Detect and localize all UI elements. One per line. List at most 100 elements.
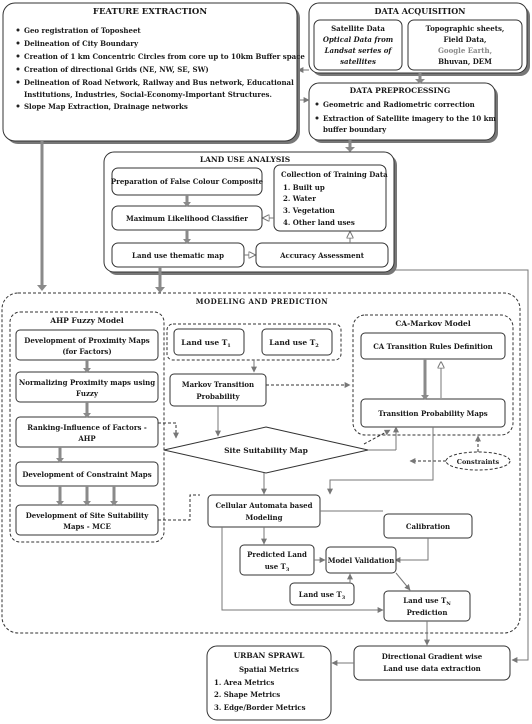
- topographic-line-4: Bhuvan, DEM: [438, 57, 492, 66]
- ranking-line-2: AHP: [77, 434, 96, 443]
- fe-item-5b: Institutions, Industries, Social-Economy…: [24, 90, 272, 99]
- calibration-label: Calibration: [406, 522, 450, 531]
- urban-sprawl-box: [206, 645, 332, 721]
- predicted-sub: 3: [286, 567, 290, 573]
- data-acquisition-panel: DATA ACQUISITION Satellite Data Optical …: [308, 2, 530, 76]
- site-suitability-diamond: [163, 426, 369, 474]
- svg-text:Land use TN: Land use TN: [403, 596, 451, 607]
- lua-title: LAND USE ANALYSIS: [200, 155, 290, 164]
- svg-text:Land use T1: Land use T1: [181, 338, 231, 349]
- lua-to-directional-line: [394, 269, 529, 663]
- urban-sprawl-title: URBAN SPRAWL: [234, 651, 306, 660]
- ca-rules-box: [360, 332, 506, 360]
- markov-line-2: Probability: [196, 392, 240, 401]
- data-acquisition-title: DATA ACQUISITION: [375, 6, 466, 16]
- normalizing-line-2: Fuzzy: [76, 389, 99, 398]
- predicted-line-1: Predicted Land: [247, 550, 307, 559]
- accuracy-box: [255, 242, 389, 268]
- prediction-label: Prediction: [407, 608, 448, 617]
- land-use-t1-box: [173, 328, 245, 356]
- ahp-title: AHP Fuzzy Model: [49, 316, 124, 325]
- topographic-line-3: Google Earth,: [438, 46, 492, 55]
- proximity-line-2: (for Factors): [62, 347, 111, 356]
- markov-line-1: Markov Transition: [182, 380, 254, 389]
- validation-label: Model Validation: [328, 556, 395, 565]
- land-use-t3-box: [289, 582, 355, 606]
- land-use-t2-sub: 2: [315, 343, 319, 349]
- dp-item-2: Extraction of Satellite imagery to the 1…: [323, 114, 497, 123]
- land-use-t2-box: [261, 328, 333, 356]
- land-use-tn-sub: N: [446, 601, 451, 607]
- directional-line-2: Land use data extraction: [383, 664, 480, 673]
- validation-box: [325, 546, 397, 574]
- fe-item-6: Slope Map Extraction, Drainage networks: [24, 102, 188, 111]
- false-colour-label: Preparation of False Colour Composite: [111, 177, 264, 186]
- training-data-box: [273, 164, 387, 232]
- directional-line-1: Directional Gradient wise: [382, 652, 483, 661]
- ca-markov-title: CA-Markov Model: [395, 319, 471, 328]
- topographic-line-1: Topographic sheets,: [426, 24, 505, 33]
- land-use-t2-label: Land use T: [269, 338, 315, 347]
- dp-item-1: Geometric and Radiometric correction: [323, 100, 475, 109]
- metric-1: 1. Area Metrics: [214, 678, 274, 687]
- site-map-label: Site Suitability Map: [224, 446, 308, 455]
- satellite-data-line-2: Optical Data from: [323, 35, 393, 44]
- constraints-ellipse: [445, 451, 511, 471]
- data-preprocessing-title: DATA PREPROCESSING: [350, 86, 451, 95]
- markov-box: [169, 373, 267, 407]
- ahp-panel: [9, 311, 165, 543]
- svg-text:Land use T3: Land use T3: [299, 590, 346, 601]
- ranking-line-1: Ranking-Influence of Factors -: [27, 423, 147, 432]
- fe-item-2: Delineation of City Boundary: [24, 39, 139, 48]
- constraints-label: Constraints: [457, 458, 500, 466]
- fe-item-4: Creation of directional Grids (NE, NW, S…: [24, 65, 209, 74]
- svg-text:Land use T2: Land use T2: [269, 338, 319, 349]
- land-use-analysis-panel: LAND USE ANALYSIS Preparation of False C…: [103, 151, 397, 275]
- satellite-data-box: [313, 19, 403, 71]
- topographic-box: [407, 19, 523, 71]
- urban-sprawl-panel: URBAN SPRAWL Spatial Metrics 1. Area Met…: [206, 645, 332, 721]
- data-preprocessing-panel: DATA PREPROCESSING Geometric and Radiome…: [308, 82, 498, 143]
- training-item-1: 1. Built up: [283, 183, 325, 192]
- feature-extraction-title: FEATURE EXTRACTION: [93, 7, 207, 17]
- land-use-t1-label: Land use T: [181, 338, 227, 347]
- topographic-line-2: Field Data,: [444, 35, 487, 44]
- constraint-label: Development of Constraint Maps: [22, 470, 151, 479]
- ca-rules-label: CA Transition Rules Definition: [373, 342, 493, 351]
- metric-3: 3. Edge/Border Metrics: [214, 703, 306, 712]
- satellite-data-line-4: satellites: [340, 57, 376, 66]
- proximity-line-1: Development of Proximity Maps: [24, 336, 149, 345]
- svg-text:use T3: use T3: [265, 562, 290, 573]
- satellite-data-line-1: Satellite Data: [331, 24, 385, 33]
- training-item-3: 3. Vegetation: [283, 206, 335, 215]
- modeling-dashed-frame: [1, 292, 521, 634]
- training-item-4: 4. Other land uses: [283, 218, 355, 227]
- cellular-box: [207, 494, 321, 528]
- modeling-title: MODELING AND PREDICTION: [196, 297, 329, 306]
- training-item-2: 2. Water: [283, 194, 316, 203]
- modeling-panel: MODELING AND PREDICTION AHP Fuzzy Model …: [1, 292, 521, 646]
- mlc-label: Maximum Likelihood Classifier: [126, 214, 248, 223]
- suitability-line-2: Maps - MCE: [63, 522, 111, 531]
- normalizing-line-1: Normalizing Proximity maps using: [19, 378, 155, 387]
- suitability-line-1: Development of Site Suitability: [26, 511, 150, 520]
- cellular-line-2: Modeling: [245, 513, 282, 522]
- land-use-t3-label: Land use T: [299, 590, 343, 599]
- feature-extraction-panel: FEATURE EXTRACTION Geo registration of T…: [2, 2, 305, 144]
- directional-panel: Directional Gradient wise Land use data …: [331, 645, 511, 681]
- urban-sprawl-subtitle: Spatial Metrics: [239, 665, 299, 674]
- transition-maps-label: Transition Probability Maps: [378, 409, 488, 418]
- fe-item-3: Creation of 1 km Concentric Circles from…: [24, 52, 305, 61]
- metric-2: 2. Shape Metrics: [214, 690, 280, 699]
- thematic-map-label: Land use thematic map: [132, 251, 224, 260]
- accuracy-label: Accuracy Assessment: [279, 251, 365, 260]
- dp-item-3: buffer boundary: [323, 125, 387, 134]
- land-use-t1-sub: 1: [227, 343, 230, 349]
- cellular-line-1: Cellular Automata based: [215, 501, 312, 510]
- training-title: Collection of Training Data: [281, 170, 388, 179]
- fe-item-5: Delineation of Road Network, Railway and…: [24, 78, 294, 87]
- satellite-data-line-3: Landsat series of: [324, 46, 394, 55]
- land-use-t3-sub: 3: [342, 595, 346, 601]
